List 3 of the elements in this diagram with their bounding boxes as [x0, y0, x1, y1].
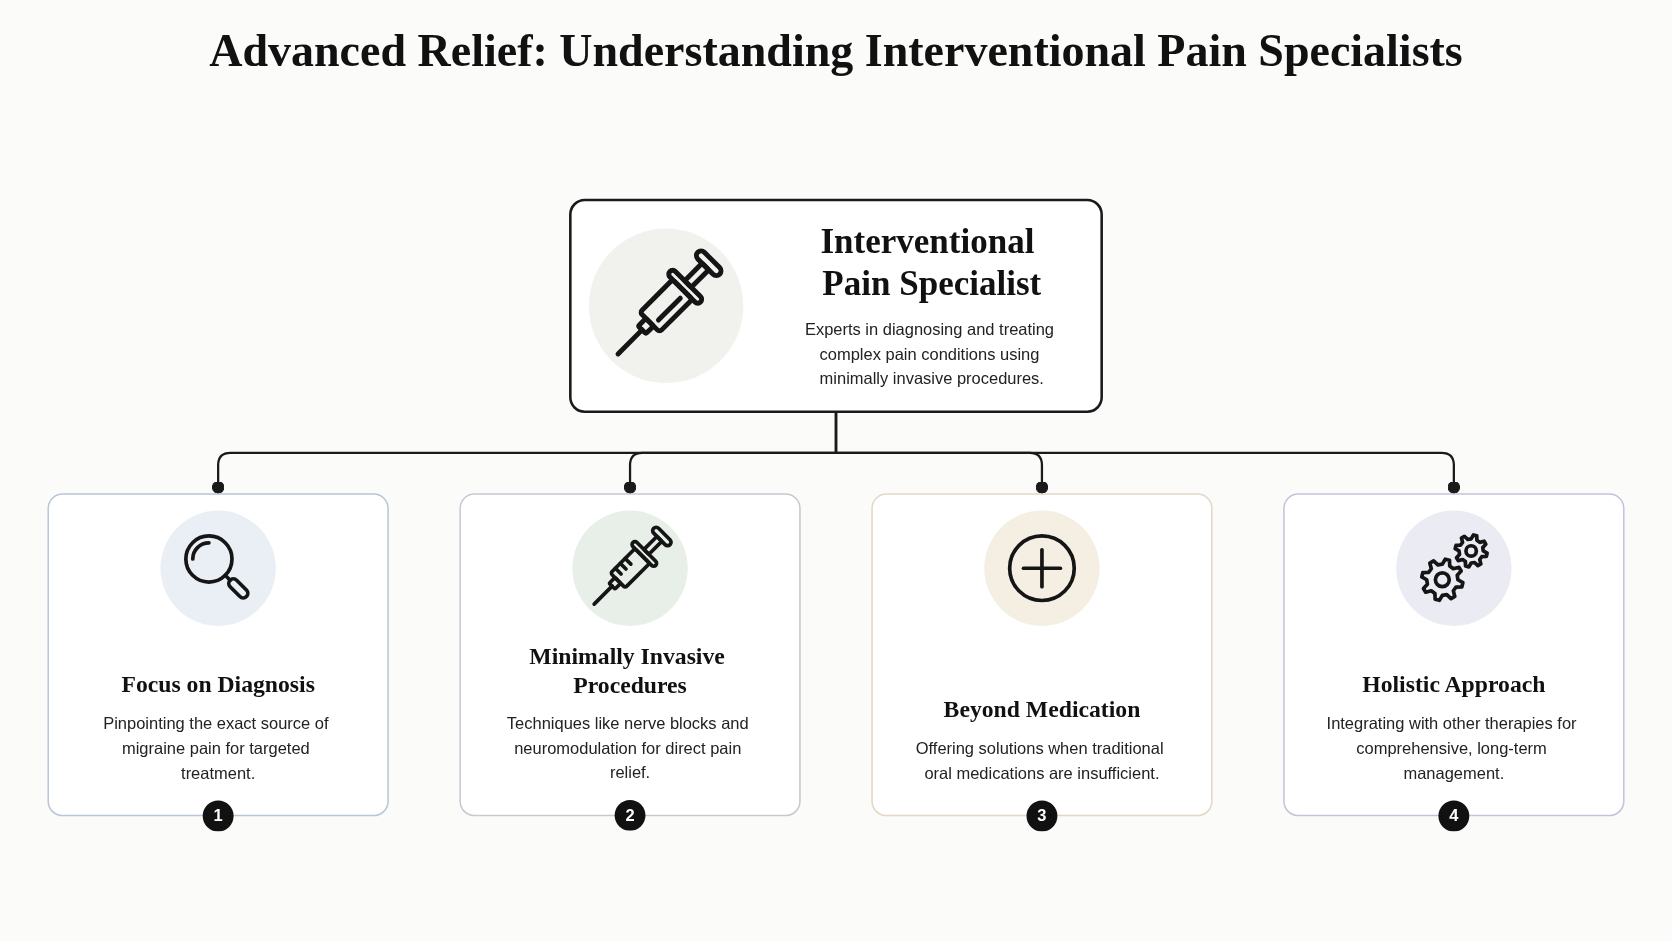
- connector: [834, 411, 1461, 495]
- node-box: Interventional Pain Specialist Experts in diagnosing and treating complex pain conditions using minimally invasive procedures.: [569, 198, 1103, 413]
- diagram-title: Advanced Relief: Understanding Interventional Pain Specialists: [208, 24, 1464, 77]
